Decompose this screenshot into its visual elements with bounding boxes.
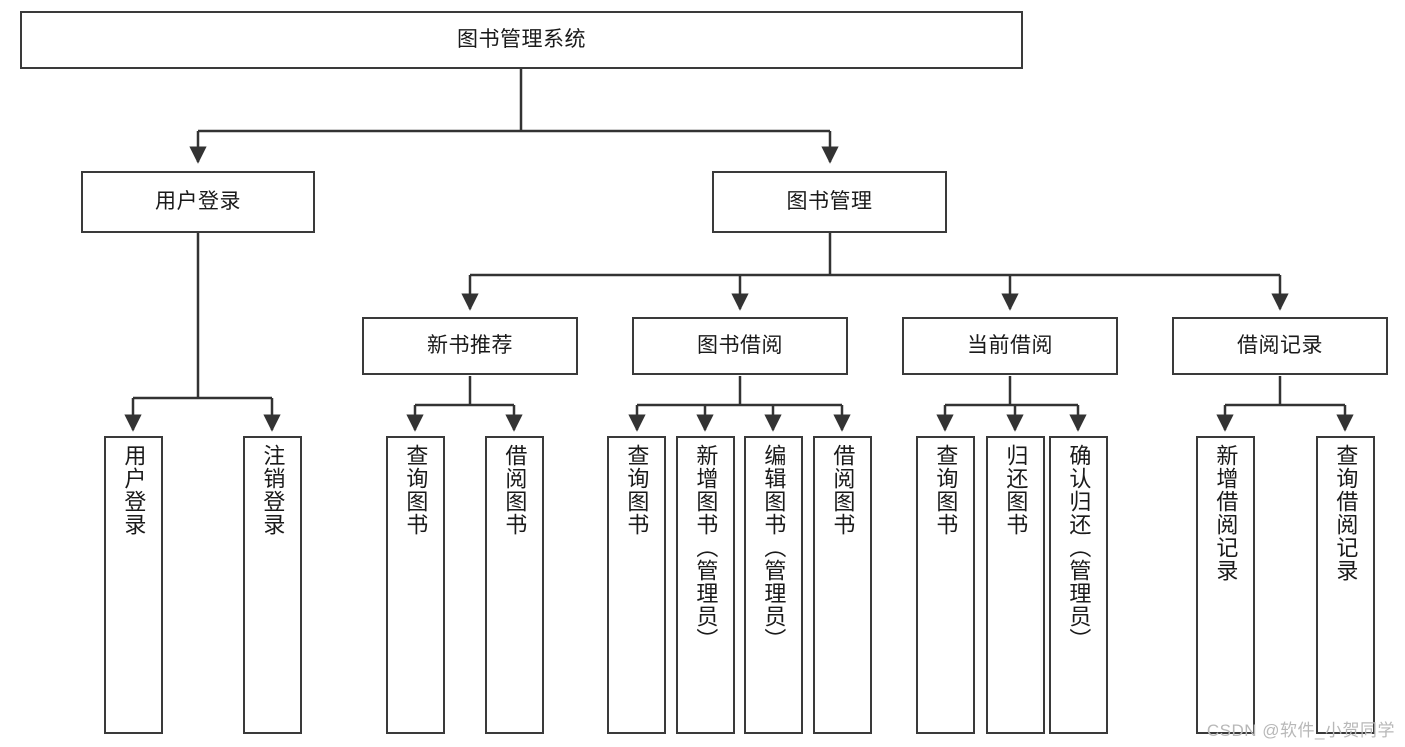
node-label: 借阅图书 <box>830 444 856 536</box>
node-new-book-recommend[interactable]: 新书推荐 <box>362 317 578 375</box>
node-book-management[interactable]: 图书管理 <box>712 171 947 233</box>
leaf-record-add-record[interactable]: 新增借阅记录 <box>1196 436 1255 734</box>
leaf-borrow-query-book[interactable]: 查询图书 <box>607 436 666 734</box>
node-label: 图书借阅 <box>697 334 783 358</box>
node-label: 查询借阅记录 <box>1333 444 1359 582</box>
leaf-current-return-book[interactable]: 归还图书 <box>986 436 1045 734</box>
node-user-login[interactable]: 用户登录 <box>81 171 315 233</box>
node-label: 用户登录 <box>155 190 241 214</box>
leaf-record-query-record[interactable]: 查询借阅记录 <box>1316 436 1375 734</box>
leaf-user-login-logout[interactable]: 注销登录 <box>243 436 302 734</box>
node-label: 用户登录 <box>121 444 147 536</box>
node-root-system[interactable]: 图书管理系统 <box>20 11 1023 69</box>
node-label: 查询图书 <box>403 444 429 536</box>
node-label: 编辑图书（管理员） <box>761 444 787 651</box>
node-label: 注销登录 <box>260 444 286 536</box>
node-borrow-record[interactable]: 借阅记录 <box>1172 317 1388 375</box>
node-label: 借阅记录 <box>1237 334 1323 358</box>
node-label: 查询图书 <box>624 444 650 536</box>
node-label: 当前借阅 <box>967 334 1053 358</box>
leaf-recommend-borrow-book[interactable]: 借阅图书 <box>485 436 544 734</box>
leaf-current-confirm-return-admin[interactable]: 确认归还（管理员） <box>1049 436 1108 734</box>
watermark-text: CSDN @软件_小贺同学 <box>1206 721 1395 740</box>
node-current-borrow[interactable]: 当前借阅 <box>902 317 1118 375</box>
node-label: 确认归还（管理员） <box>1066 444 1092 651</box>
leaf-borrow-edit-book-admin[interactable]: 编辑图书（管理员） <box>744 436 803 734</box>
leaf-borrow-add-book-admin[interactable]: 新增图书（管理员） <box>676 436 735 734</box>
node-label: 新增图书（管理员） <box>693 444 719 651</box>
node-label: 图书管理 <box>786 190 873 214</box>
leaf-user-login-login[interactable]: 用户登录 <box>104 436 163 734</box>
node-label: 查询图书 <box>933 444 959 536</box>
node-label: 新增借阅记录 <box>1213 444 1239 582</box>
leaf-borrow-borrow-book[interactable]: 借阅图书 <box>813 436 872 734</box>
leaf-current-query-book[interactable]: 查询图书 <box>916 436 975 734</box>
node-label: 新书推荐 <box>427 334 513 358</box>
node-label: 图书管理系统 <box>457 28 586 52</box>
node-book-borrow[interactable]: 图书借阅 <box>632 317 848 375</box>
node-label: 借阅图书 <box>502 444 528 536</box>
node-label: 归还图书 <box>1003 444 1029 536</box>
leaf-recommend-query-book[interactable]: 查询图书 <box>386 436 445 734</box>
